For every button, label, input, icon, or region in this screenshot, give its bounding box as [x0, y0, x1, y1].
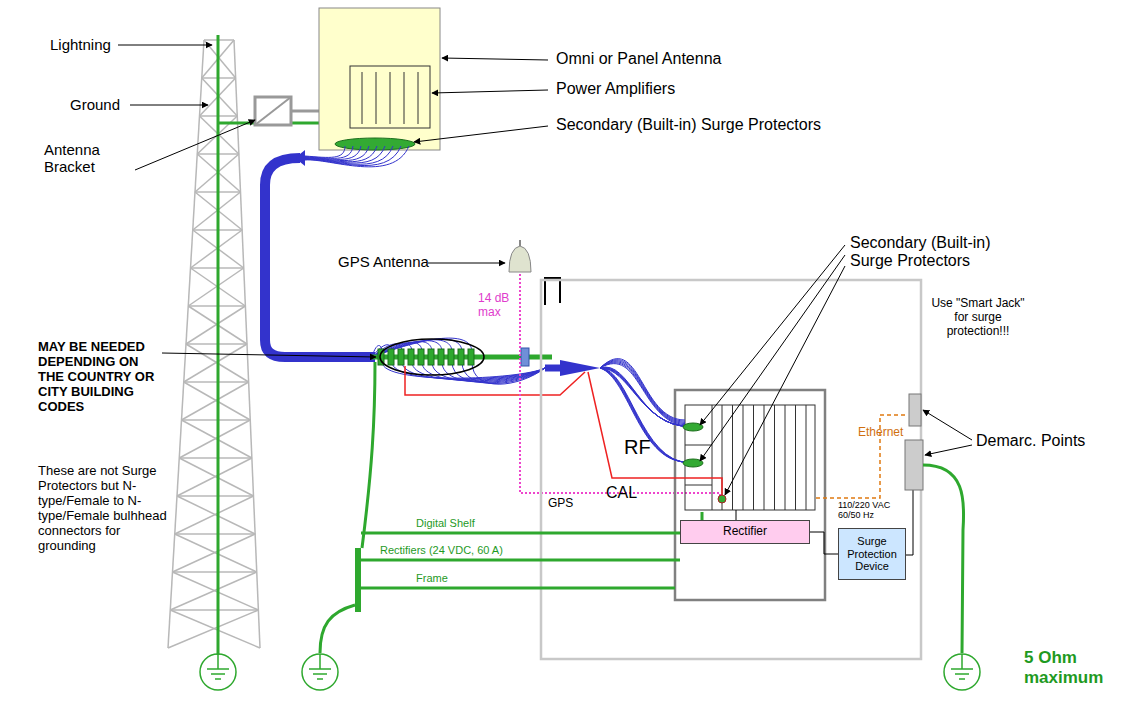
cal-cable	[588, 372, 722, 497]
gps-antenna	[509, 246, 531, 272]
callout-label: GPS Antenna	[338, 253, 429, 270]
bulkhead-ground-lead	[362, 362, 375, 548]
lattice-tower	[168, 40, 260, 648]
callout-label: Ground	[70, 96, 120, 113]
bulkhead-ellipse	[380, 339, 484, 375]
power-amplifiers	[350, 66, 430, 128]
surge-protector	[683, 423, 703, 431]
surge-protector	[718, 495, 726, 503]
callout-label: Demarc. Points	[976, 432, 1085, 450]
wire-label: Rectifiers (24 VDC, 60 A)	[380, 544, 503, 557]
warning-note: MAY BE NEEDED DEPENDING ON THE COUNTRY O…	[38, 340, 162, 415]
cable-head	[295, 150, 305, 166]
callout-label: Antenna Bracket	[44, 141, 134, 176]
node-text: Rectifier	[723, 525, 767, 539]
ac-feed	[905, 488, 913, 555]
callout-label: Secondary (Built-in) Surge Protectors	[556, 116, 821, 134]
ground-bus-bar	[355, 548, 361, 612]
antenna-panel	[319, 8, 440, 150]
signal-name: RF	[624, 436, 651, 459]
callout-label: Secondary (Built-in) Surge Protectors	[850, 234, 1025, 271]
attenuation-note: 14 dB max	[478, 292, 522, 320]
base-station-frame	[675, 390, 825, 600]
amplifier-modules	[362, 72, 418, 124]
callout-label: Lightning	[50, 36, 111, 53]
cal-cable-outside	[405, 366, 585, 395]
rectifier-box: Rectifier	[680, 520, 810, 544]
antenna-cable-fan	[305, 146, 409, 167]
callout-label: Omni or Panel Antenna	[556, 50, 721, 68]
signal-name: GPS	[548, 497, 573, 511]
earth-ground-symbols	[200, 654, 980, 690]
node-text: Surge Protection Device	[843, 535, 901, 573]
bulkhead-connectors	[378, 349, 474, 365]
digital-shelf	[685, 405, 815, 510]
wire-label: Digital Shelf	[416, 517, 475, 530]
surge-protector-ring	[335, 138, 415, 150]
note-text: These are not Surge Protectors but N-typ…	[38, 464, 170, 554]
ethernet-cable	[816, 415, 908, 498]
bus-ground-lead	[320, 605, 355, 653]
demarc-point	[909, 394, 921, 426]
gps-cable	[520, 274, 720, 497]
bracket-diagonal	[255, 97, 291, 125]
tower-ground-conductor	[217, 35, 220, 655]
cabinet-ground-tab	[545, 278, 560, 305]
digital-shelf-ground	[361, 512, 702, 533]
bulkhead-cable-fan	[372, 338, 545, 384]
equipment-cabinet	[541, 280, 921, 659]
leader-arrows	[118, 45, 972, 495]
signal-name: CAL	[606, 484, 637, 502]
signal-name: Ethernet	[858, 426, 903, 440]
power-connector	[810, 532, 838, 554]
bracket-arm	[291, 110, 320, 113]
antenna-bracket	[255, 97, 291, 125]
callout-label: Power Amplifiers	[556, 80, 675, 98]
power-ground	[923, 465, 964, 653]
frame-ground	[361, 587, 675, 590]
note-text: Use "Smart Jack" for surge protection!!!	[928, 297, 1028, 338]
gps-bulkhead	[521, 348, 529, 366]
resistance-spec: 5 Ohm maximum	[1024, 648, 1119, 687]
rf-cables	[600, 359, 690, 463]
wire-label: Frame	[416, 572, 448, 585]
surge-protection-box: Surge Protection Device	[838, 528, 906, 580]
demarc-point	[905, 440, 923, 490]
power-rating: 110/220 VAC 60/50 Hz	[838, 500, 910, 521]
rectifier-ground	[361, 559, 680, 562]
